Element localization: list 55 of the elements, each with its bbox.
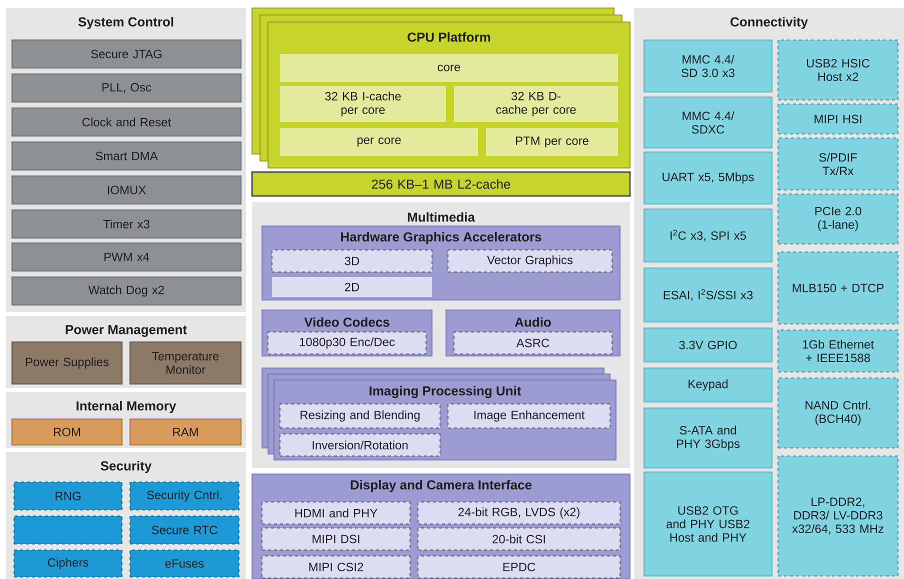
function-block: Vector Graphics: [448, 250, 612, 272]
function-block: [14, 516, 122, 544]
function-block: MMC 4.4/ SD 3.0 x3: [644, 40, 772, 92]
function-block: 20-bit CSI: [418, 528, 620, 550]
function-block: 32 KB I-cache per core: [280, 86, 446, 122]
function-block: IOMUX: [12, 176, 242, 204]
function-block: 256 KB–1 MB L2-cache: [252, 172, 630, 196]
function-block: Clock and Reset: [12, 108, 242, 136]
function-block: USB2 HSIC Host x2: [778, 40, 898, 100]
function-block: Keypad: [644, 368, 772, 402]
function-block: S-ATA and PHY 3Gbps: [644, 408, 772, 468]
function-block: PTM per core: [486, 128, 618, 156]
function-block: Inversion/Rotation: [280, 434, 440, 456]
function-block: EPDC: [418, 556, 620, 578]
function-block: Temperature Monitor: [130, 342, 242, 384]
function-block: 1080p30 Enc/Dec: [268, 332, 426, 354]
function-block: MIPI HSI: [778, 104, 898, 134]
function-block: Watch Dog x2: [12, 276, 242, 306]
function-block: PWM x4: [12, 242, 242, 272]
function-block: 32 KB D-cache per core: [454, 86, 618, 122]
function-block: ESAI, I$^{2}$S/SSI x3: [644, 268, 772, 322]
function-block: Image Enhancement: [448, 404, 610, 428]
function-block: HDMI and PHY: [262, 502, 410, 524]
function-block: MLB150 + DTCP: [778, 252, 898, 324]
function-block: Secure JTAG: [12, 40, 242, 68]
function-block: core: [280, 54, 618, 82]
function-block: MIPI DSI: [262, 528, 410, 550]
function-block: MIPI CSI2: [262, 556, 410, 578]
function-block: ROM: [12, 418, 122, 446]
function-block: Resizing and Blending: [280, 404, 440, 428]
function-block: 1Gb Ethernet + IEEE1588: [778, 330, 898, 372]
function-block: S/PDIF Tx/Rx: [778, 138, 898, 190]
function-block: Power Supplies: [12, 342, 122, 384]
function-block: USB2 OTG and PHY USB2 Host and PHY: [644, 472, 772, 576]
function-block: NAND Cntrl. (BCH40): [778, 378, 898, 448]
function-block: Smart DMA: [12, 142, 242, 170]
function-block: Timer x3: [12, 210, 242, 238]
function-block: RAM: [130, 418, 242, 446]
function-block: I$^{2}$C x3, SPI x5: [644, 208, 772, 262]
function-block: MMC 4.4/ SDXC: [644, 96, 772, 148]
function-block: ASRC: [454, 332, 612, 354]
function-block: 3D: [272, 250, 432, 272]
function-block: 3.3V GPIO: [644, 328, 772, 362]
function-block: Security Cntrl.: [130, 482, 240, 510]
function-block: UART x5, 5Mbps: [644, 152, 772, 204]
function-block: eFuses: [130, 550, 240, 578]
function-block: PCIe 2.0 (1-lane): [778, 194, 898, 244]
function-block: LP-DDR2, DDR3/ LV-DDR3 x32/64, 533 MHz: [778, 456, 898, 576]
function-block: per core: [280, 128, 478, 156]
function-block: RNG: [14, 482, 122, 510]
function-block: PLL, Osc: [12, 74, 242, 102]
function-block: 2D: [272, 277, 432, 297]
function-block: 24-bit RGB, LVDS (x2): [418, 502, 620, 524]
function-block: Ciphers: [14, 550, 122, 578]
function-block: Secure RTC: [130, 516, 240, 544]
